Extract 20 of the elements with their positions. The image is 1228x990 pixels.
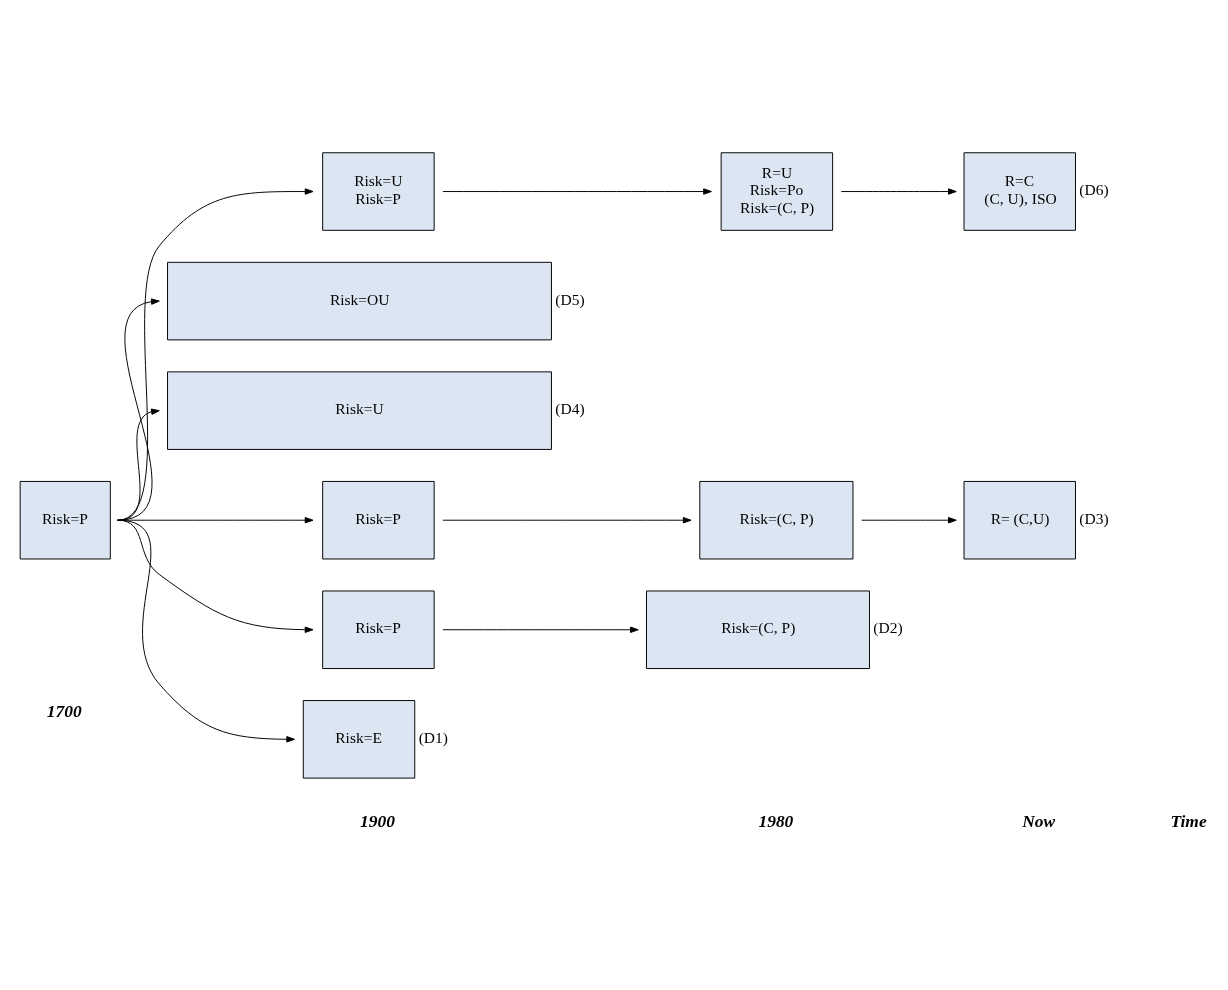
node-label: (D2) xyxy=(873,619,903,637)
arrow xyxy=(840,188,957,195)
arrow xyxy=(117,408,160,521)
arrow xyxy=(442,626,639,633)
node-label: (D6) xyxy=(1079,181,1109,199)
arrow xyxy=(117,519,296,743)
arrow xyxy=(442,517,692,524)
node-label: (D5) xyxy=(555,290,585,308)
label: Time xyxy=(1170,810,1207,831)
node-label: (D4) xyxy=(555,400,585,418)
label: 1980 xyxy=(758,810,794,831)
node-label: (D1) xyxy=(418,729,448,747)
label: 1700 xyxy=(46,701,82,722)
label: Now xyxy=(1022,810,1056,831)
arrow xyxy=(117,298,160,521)
arrow xyxy=(117,188,314,521)
label: 1900 xyxy=(359,810,395,831)
arrow xyxy=(442,188,712,195)
arrow xyxy=(861,517,957,524)
node-label: (D3) xyxy=(1079,509,1109,527)
